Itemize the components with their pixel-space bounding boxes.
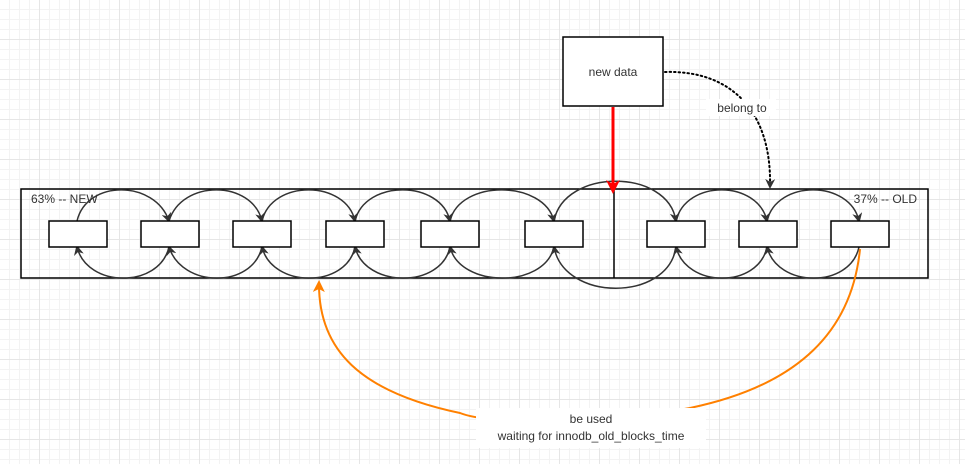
be-used-label: be used — [570, 412, 613, 426]
next-link — [675, 189, 771, 223]
prev-link — [74, 245, 170, 279]
lru-list-container — [20, 188, 929, 279]
page-block — [524, 220, 584, 248]
next-link — [168, 189, 265, 223]
belong-to-arrow — [664, 70, 776, 189]
next-link — [354, 189, 454, 223]
page-blocks — [48, 220, 890, 248]
next-link — [261, 189, 359, 223]
prev-link — [259, 245, 356, 279]
belong-to-label: belong to — [717, 101, 767, 115]
page-block — [232, 220, 292, 248]
page-block — [646, 220, 706, 248]
next-link — [76, 189, 172, 223]
belong-to-label-bg — [706, 99, 776, 116]
page-block — [140, 220, 200, 248]
prev-link — [352, 245, 451, 279]
prev-link — [447, 245, 555, 279]
prev-link — [166, 245, 263, 279]
next-link — [766, 189, 863, 223]
page-block — [48, 220, 108, 248]
next-link — [553, 180, 680, 223]
new-data-label: new data — [589, 65, 638, 79]
prev-link — [673, 245, 768, 279]
page-block — [420, 220, 480, 248]
new-data-box — [562, 36, 664, 107]
page-block — [738, 220, 798, 248]
prev-link — [764, 245, 860, 279]
usage-label-bg — [476, 408, 706, 448]
prev-link — [550, 245, 677, 289]
old-region-label: 37% -- OLD — [854, 192, 918, 206]
page-block — [830, 220, 890, 248]
chain-links — [74, 180, 863, 289]
page-block — [325, 220, 385, 248]
new-region-label: 63% -- NEW — [31, 192, 98, 206]
usage-arrow — [312, 248, 861, 423]
waiting-label: waiting for innodb_old_blocks_time — [497, 429, 685, 443]
next-link — [449, 189, 557, 223]
